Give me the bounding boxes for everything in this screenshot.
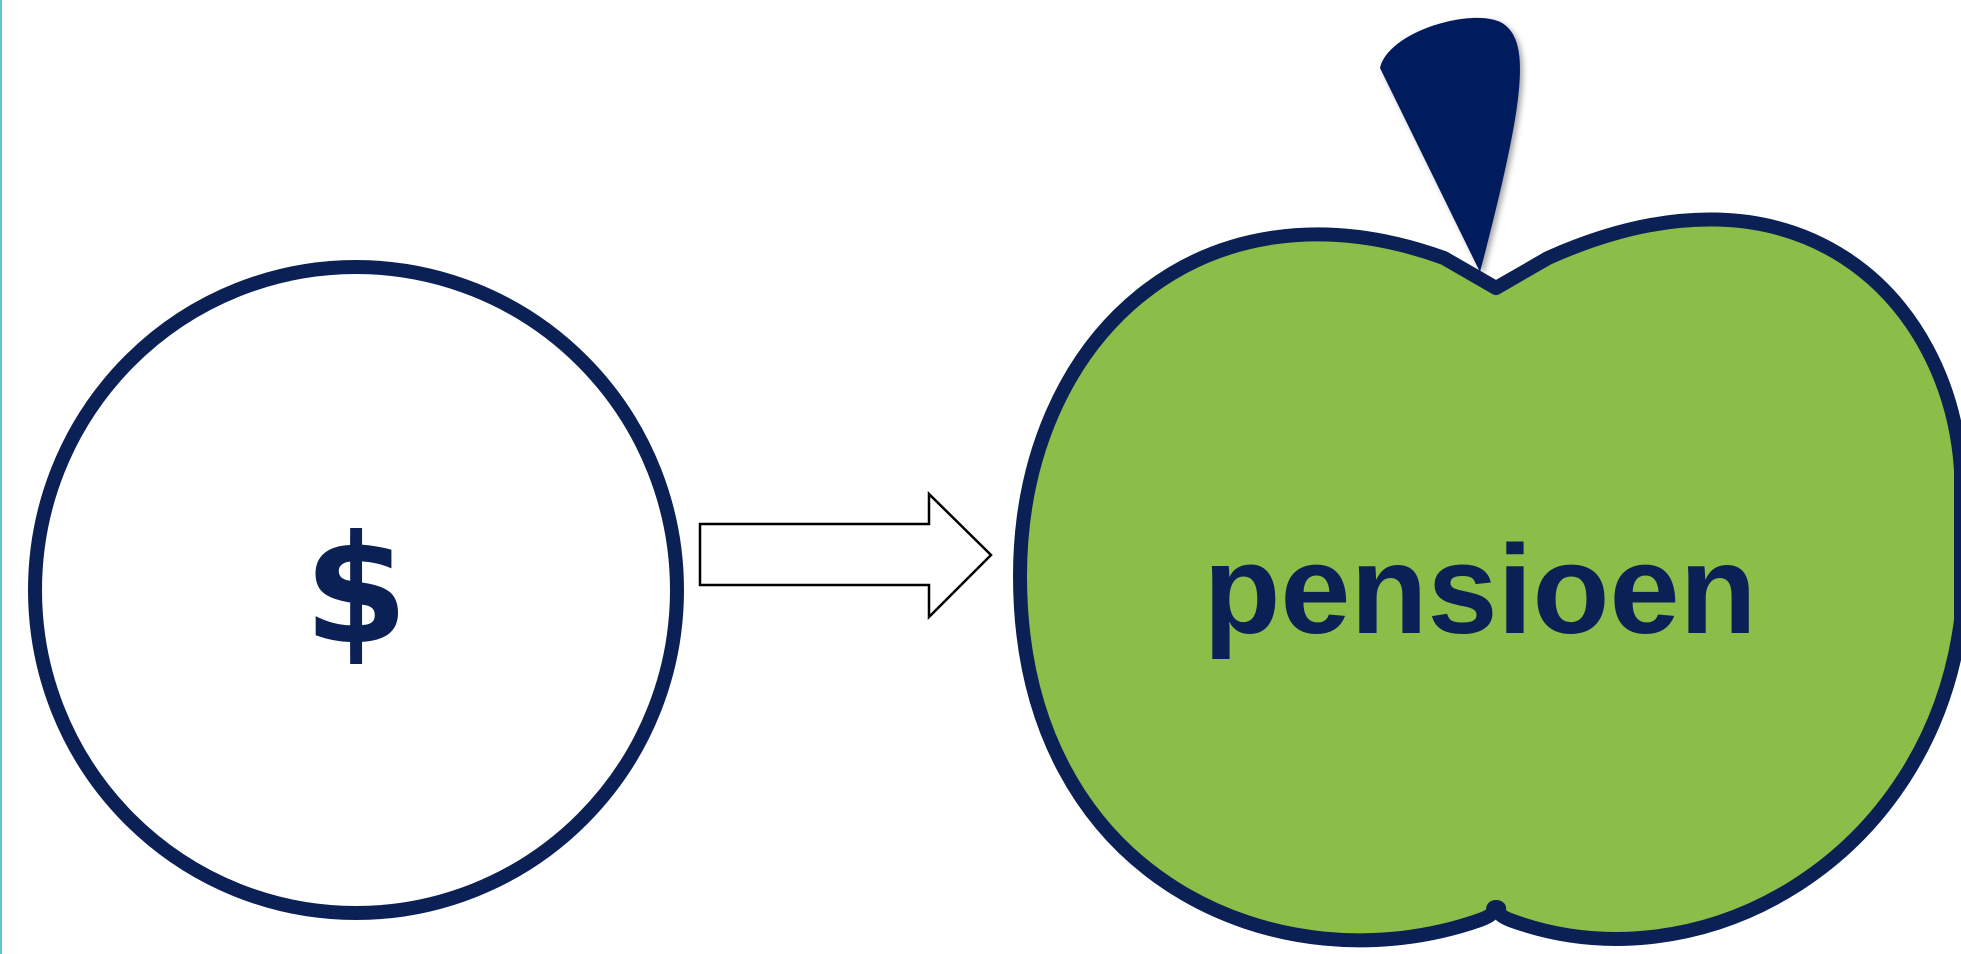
right-arrow bbox=[698, 491, 993, 621]
pensioen-label: pensioen bbox=[1203, 519, 1756, 660]
leaf-icon bbox=[1380, 17, 1520, 272]
coin-circle bbox=[28, 260, 684, 920]
coin: $ bbox=[28, 260, 684, 920]
apple: pensioen bbox=[1013, 17, 1961, 948]
apple-body bbox=[1013, 212, 1961, 948]
dollar-symbol: $ bbox=[304, 504, 408, 678]
